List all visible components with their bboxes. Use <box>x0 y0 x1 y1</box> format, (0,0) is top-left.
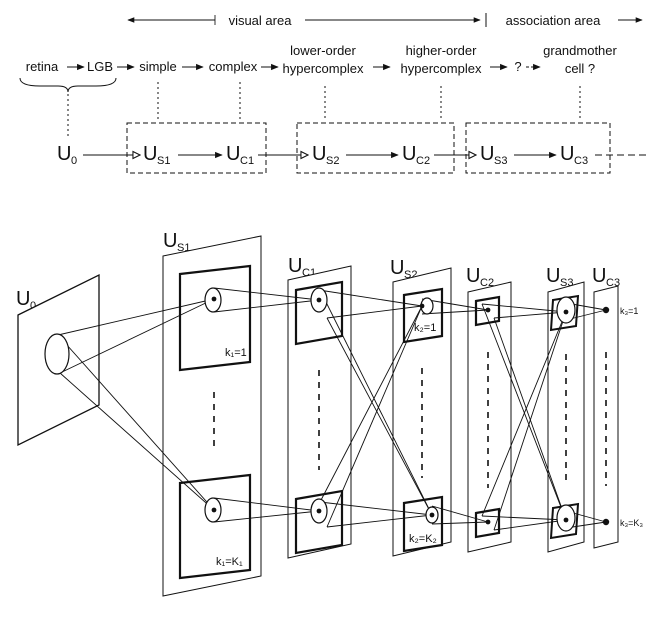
stage-simple: simple <box>139 59 177 74</box>
plane-label-k2-bottom: k₂=K₂ <box>409 533 437 545</box>
svg-text:U: U <box>143 143 157 165</box>
stage-cell: cell ? <box>565 61 595 76</box>
dotted-connectors <box>67 82 581 138</box>
stage-grandmother: grandmother <box>543 43 617 58</box>
chain-uc1: U C1 <box>226 143 254 167</box>
stage-lower-order: lower-order <box>290 43 356 58</box>
svg-text:U: U <box>288 255 302 277</box>
svg-text:S3: S3 <box>494 155 507 167</box>
svg-text:U: U <box>226 143 240 165</box>
uc2-outer-plane <box>467 281 512 553</box>
plane-label-k1-bottom: k₁=K₁ <box>216 556 243 568</box>
svg-text:U: U <box>57 143 71 165</box>
chain-us2: U S2 <box>312 143 339 167</box>
stage-lower-hypercomplex: hypercomplex <box>283 61 364 76</box>
chain-uc2: U C2 <box>402 143 430 167</box>
visual-area-label: visual area <box>229 13 293 28</box>
us1-plane-bottom <box>178 473 252 580</box>
stage-complex: complex <box>209 59 258 74</box>
svg-text:U: U <box>546 265 560 287</box>
chain-us1: U S1 <box>143 143 170 167</box>
u0-receptive-field <box>44 333 70 375</box>
us1-plane-top <box>178 264 252 372</box>
svg-text:U: U <box>466 265 480 287</box>
stage-higher-order: higher-order <box>406 43 477 58</box>
svg-text:U: U <box>16 288 30 310</box>
svg-text:U: U <box>560 143 574 165</box>
layer-label-us1: U S1 <box>163 230 190 254</box>
layer-label-uc3: U C3 <box>592 265 620 289</box>
unit-dots <box>211 296 610 526</box>
stage-unknown: ? <box>514 59 521 74</box>
svg-text:0: 0 <box>71 155 77 167</box>
association-area-label: association area <box>506 13 601 28</box>
chain-uc3: U C3 <box>560 143 588 167</box>
connections <box>57 287 607 531</box>
svg-text:S1: S1 <box>157 155 170 167</box>
svg-text:C1: C1 <box>240 155 254 167</box>
svg-text:U: U <box>480 143 494 165</box>
layer-label-uc2: U C2 <box>466 265 494 289</box>
svg-text:C2: C2 <box>416 155 430 167</box>
svg-text:S2: S2 <box>326 155 339 167</box>
plane-label-k3-top: k₃=1 <box>620 306 638 316</box>
svg-text:U: U <box>312 143 326 165</box>
stage-retina: retina <box>26 59 59 74</box>
stage-higher-hypercomplex: hypercomplex <box>401 61 482 76</box>
svg-text:U: U <box>592 265 606 287</box>
plane-label-k3-bottom: k₃=K₃ <box>620 518 643 528</box>
svg-text:C2: C2 <box>480 277 494 289</box>
stage-group-boxes <box>126 122 611 174</box>
layer-label-u0: U 0 <box>16 288 36 312</box>
chain-u0: U 0 <box>57 143 77 167</box>
plane-label-k2-top: k₂=1 <box>414 322 436 334</box>
uc1-plane-top <box>294 280 344 346</box>
svg-text:U: U <box>402 143 416 165</box>
plane-ellipsis-dashes <box>213 352 607 488</box>
svg-text:U: U <box>390 257 404 279</box>
area-header <box>127 13 643 27</box>
stage-lgb: LGB <box>87 59 113 74</box>
plane-label-k1-top: k₁=1 <box>225 347 247 359</box>
svg-text:U: U <box>163 230 177 252</box>
layer-label-us3: U S3 <box>546 265 573 289</box>
svg-text:C3: C3 <box>574 155 588 167</box>
chain-us3: U S3 <box>480 143 507 167</box>
retina-lgb-brace <box>19 77 117 93</box>
svg-text:0: 0 <box>30 300 36 312</box>
